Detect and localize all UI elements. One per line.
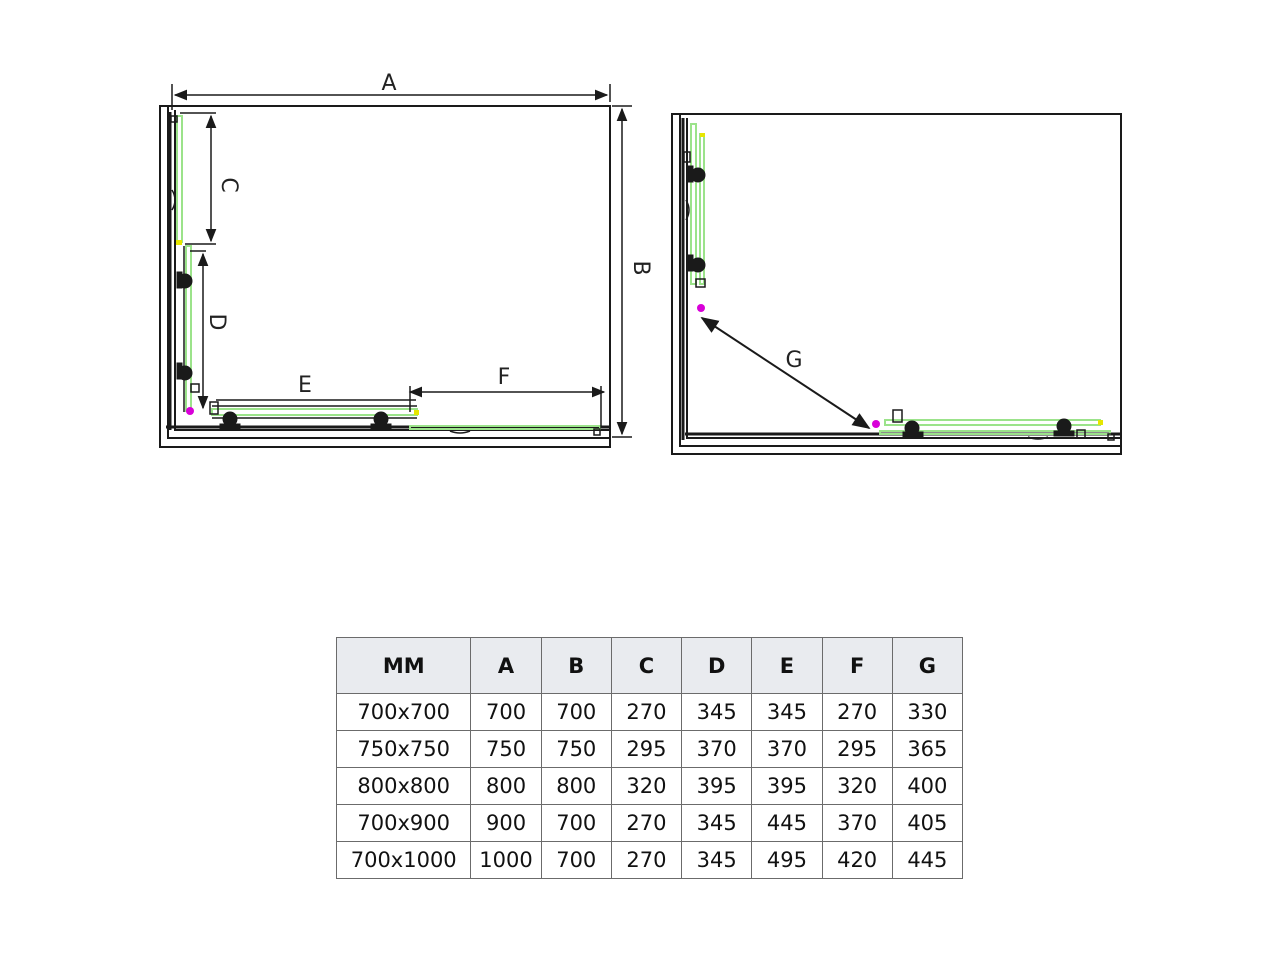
table-row: 700x700 700 700 270 345 345 270 330	[335, 693, 964, 731]
cell-size: 700x700	[335, 693, 472, 731]
enclosure-outline	[671, 113, 1122, 455]
header-f: F	[821, 637, 893, 694]
cell-a: 750	[470, 730, 542, 768]
inner-frame	[167, 106, 610, 439]
cell-b: 700	[540, 693, 612, 731]
dimension-label-f: F	[498, 365, 511, 390]
cell-size: 800x800	[335, 767, 472, 805]
glass-panels	[176, 115, 601, 430]
header-d: D	[681, 637, 753, 694]
table-row: 750x750 750 750 295 370 370 295 365	[335, 730, 964, 768]
table-row: 700x1000 1000 700 270 345 495 420 445	[335, 841, 964, 879]
dimension-lines	[171, 84, 632, 438]
cell-a: 700	[470, 693, 542, 731]
cell-g: 405	[891, 804, 964, 842]
dimension-label-e: E	[298, 373, 312, 398]
dimension-label-b: B	[628, 260, 653, 275]
enclosure-outline	[159, 105, 611, 448]
header-g: G	[891, 637, 964, 694]
cell-g: 445	[891, 841, 964, 879]
cell-f: 295	[821, 730, 893, 768]
table-row: 700x900 900 700 270 345 445 370 405	[335, 804, 964, 842]
dimension-label-a: A	[381, 71, 396, 96]
size-table: MM A B C D E F G 700x700 700 700 270 345…	[335, 637, 964, 879]
cell-a: 1000	[470, 841, 542, 879]
cell-c: 295	[610, 730, 683, 768]
cell-size: 750x750	[335, 730, 472, 768]
table-row: 800x800 800 800 320 395 395 320 400	[335, 767, 964, 805]
cell-c: 270	[610, 693, 683, 731]
dimension-label-c: C	[216, 177, 241, 192]
diagonal-dimension-line	[700, 317, 871, 429]
dimension-label-g: G	[785, 348, 802, 373]
cell-e: 370	[751, 730, 823, 768]
cell-b: 700	[540, 804, 612, 842]
header-e: E	[751, 637, 823, 694]
cell-b: 700	[540, 841, 612, 879]
cell-c: 320	[610, 767, 683, 805]
cell-b: 750	[540, 730, 612, 768]
cell-e: 395	[751, 767, 823, 805]
corner-seal	[186, 407, 194, 415]
header-a: A	[470, 637, 542, 694]
cell-f: 270	[821, 693, 893, 731]
door-hardware	[683, 151, 1115, 441]
cell-d: 345	[681, 841, 753, 879]
top-view-dimensioned-drawing: A B C D E F	[159, 71, 653, 448]
cell-g: 330	[891, 693, 964, 731]
cell-size: 700x1000	[335, 841, 472, 879]
magnet-strip	[176, 240, 182, 245]
cell-d: 395	[681, 767, 753, 805]
cell-size: 700x900	[335, 804, 472, 842]
shower-enclosure-drawings: A B C D E F	[159, 71, 1122, 455]
cell-b: 800	[540, 767, 612, 805]
cell-f: 320	[821, 767, 893, 805]
glass-panels	[690, 123, 1111, 435]
cell-d: 345	[681, 693, 753, 731]
dimension-label-d: D	[204, 314, 229, 331]
cell-f: 420	[821, 841, 893, 879]
cell-d: 345	[681, 804, 753, 842]
cell-f: 370	[821, 804, 893, 842]
header-mm: MM	[335, 637, 472, 694]
cell-d: 370	[681, 730, 753, 768]
table-header-row: MM A B C D E F G	[335, 637, 964, 694]
header-c: C	[610, 637, 683, 694]
cell-e: 495	[751, 841, 823, 879]
cell-e: 345	[751, 693, 823, 731]
header-b: B	[540, 637, 612, 694]
cell-g: 365	[891, 730, 964, 768]
top-view-diagonal-drawing: G	[671, 113, 1122, 455]
door-hardware	[170, 115, 601, 436]
cell-c: 270	[610, 841, 683, 879]
cell-a: 800	[470, 767, 542, 805]
cell-c: 270	[610, 804, 683, 842]
cell-g: 400	[891, 767, 964, 805]
cell-a: 900	[470, 804, 542, 842]
cell-e: 445	[751, 804, 823, 842]
